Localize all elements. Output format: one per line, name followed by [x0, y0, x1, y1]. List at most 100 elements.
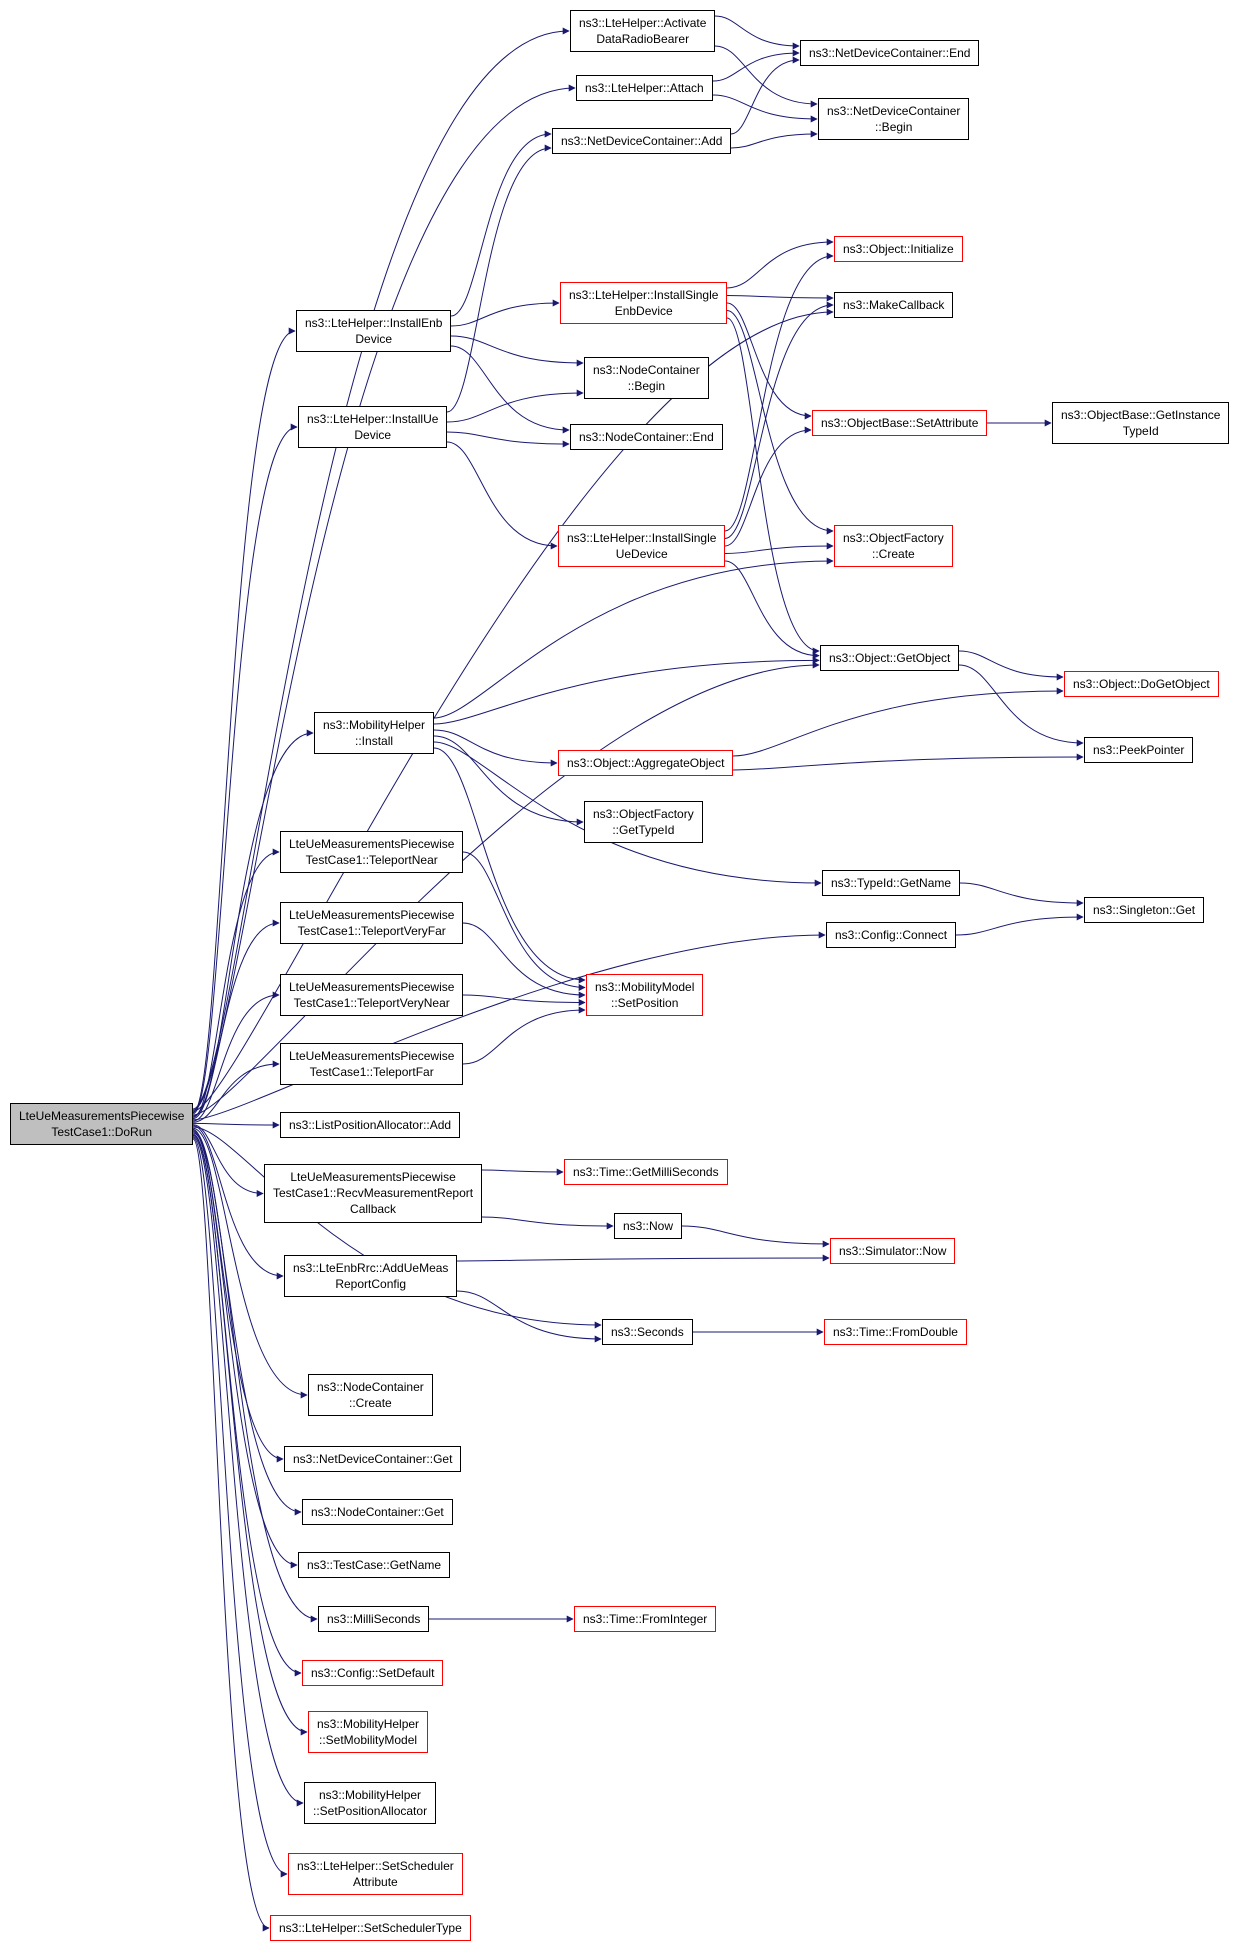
edge-installSingleUe-getObject [724, 560, 820, 660]
edge-installSingleEnb-makeCallback [726, 294, 834, 302]
edge-recvCallback-now [481, 1216, 614, 1230]
edge-doRun-teleportVeryNear [192, 991, 280, 1122]
node-ncBegin[interactable]: ns3::NodeContainer ::Begin [584, 357, 709, 400]
edge-doRun-tcGetName [192, 1131, 298, 1569]
node-setSchedulerAttribute[interactable]: ns3::LteHelper::SetScheduler Attribute [288, 1853, 463, 1896]
node-ncEnd[interactable]: ns3::NodeContainer::End [570, 424, 723, 451]
edge-teleportVeryNear-setPosition [462, 994, 586, 1006]
edge-ndcAdd-ndcBegin [730, 130, 818, 149]
edge-tidGetName-singletonGet [959, 882, 1084, 907]
node-mobInstall[interactable]: ns3::MobilityHelper ::Install [314, 712, 435, 755]
edge-installUe-ndcAdd [446, 144, 552, 413]
node-lpaAdd[interactable]: ns3::ListPositionAllocator::Add [280, 1112, 461, 1139]
node-ndcGet[interactable]: ns3::NetDeviceContainer::Get [284, 1446, 462, 1473]
node-addUeMeas[interactable]: ns3::LteEnbRrc::AddUeMeas ReportConfig [284, 1255, 458, 1298]
edge-doRun-seconds [192, 1126, 602, 1329]
node-ndcAdd[interactable]: ns3::NetDeviceContainer::Add [552, 128, 732, 155]
edge-doRun-getObject [192, 661, 820, 1116]
edge-aggregateObject-peekPointer [732, 753, 1084, 771]
node-seconds[interactable]: ns3::Seconds [602, 1319, 693, 1346]
node-objInit[interactable]: ns3::Object::Initialize [834, 236, 963, 263]
edge-installSingleUe-setAttribute [724, 426, 812, 547]
edge-installUe-ncBegin [446, 389, 584, 423]
edge-doRun-ncGet [192, 1130, 302, 1516]
edge-attach-ndcEnd [712, 49, 800, 82]
node-teleportVeryNear[interactable]: LteUeMeasurementsPiecewise TestCase1::Te… [280, 974, 464, 1017]
node-makeCallback[interactable]: ns3::MakeCallback [834, 292, 954, 319]
node-attach[interactable]: ns3::LteHelper::Attach [576, 75, 713, 102]
edge-teleportVeryFar-setPosition [462, 922, 586, 999]
edge-installEnb-ncBegin [450, 335, 584, 367]
edge-doRun-makeCallback [192, 308, 834, 1112]
edge-doRun-lpaAdd [192, 1121, 280, 1129]
node-installUe[interactable]: ns3::LteHelper::InstallUe Device [298, 406, 448, 449]
node-ofCreate[interactable]: ns3::ObjectFactory ::Create [834, 525, 953, 568]
edge-teleportFar-setPosition [462, 1006, 586, 1065]
edge-doRun-installUe [192, 423, 298, 1115]
node-aggregateObject[interactable]: ns3::Object::AggregateObject [558, 750, 734, 777]
edge-getObject-peekPointer [958, 664, 1084, 747]
node-ncGet[interactable]: ns3::NodeContainer::Get [302, 1499, 453, 1526]
node-tcGetName[interactable]: ns3::TestCase::GetName [298, 1552, 451, 1579]
edge-installSingleEnb-getObject [726, 317, 820, 655]
node-getInstanceTypeId[interactable]: ns3::ObjectBase::GetInstance TypeId [1052, 402, 1230, 445]
node-getObject[interactable]: ns3::Object::GetObject [820, 645, 960, 672]
edge-mobInstall-ofCreate [433, 557, 834, 719]
node-milliSeconds[interactable]: ns3::MilliSeconds [318, 1606, 430, 1633]
node-fromDouble[interactable]: ns3::Time::FromDouble [824, 1319, 967, 1346]
edge-doRun-mobInstall [192, 729, 314, 1117]
node-ndcEnd[interactable]: ns3::NetDeviceContainer::End [800, 40, 980, 67]
edge-activate-ndcBegin [714, 45, 818, 108]
node-ofGetTypeId[interactable]: ns3::ObjectFactory ::GetTypeId [584, 801, 703, 844]
node-setPositionAllocator[interactable]: ns3::MobilityHelper ::SetPositionAllocat… [304, 1782, 437, 1825]
edge-doRun-setSchedulerType [192, 1138, 270, 1932]
edge-activate-ndcEnd [714, 15, 800, 50]
edge-doRun-setSchedulerAttribute [192, 1137, 288, 1878]
edge-doRun-ncCreate [192, 1127, 308, 1399]
edge-installUe-ncEnd [446, 431, 570, 448]
node-now[interactable]: ns3::Now [614, 1213, 683, 1240]
edge-doRun-setPositionAllocator [192, 1136, 304, 1807]
node-installSingleEnb[interactable]: ns3::LteHelper::InstallSingle EnbDevice [560, 282, 728, 325]
node-setDefault[interactable]: ns3::Config::SetDefault [302, 1660, 444, 1687]
node-setAttribute[interactable]: ns3::ObjectBase::SetAttribute [812, 410, 988, 437]
node-ndcBegin[interactable]: ns3::NetDeviceContainer ::Begin [818, 98, 970, 141]
edge-doRun-milliSeconds [192, 1132, 318, 1623]
edge-installSingleUe-ofCreate [724, 542, 834, 554]
node-getMilliSeconds[interactable]: ns3::Time::GetMilliSeconds [564, 1159, 728, 1186]
edge-recvCallback-getMilliSeconds [481, 1168, 564, 1176]
node-doGetObject[interactable]: ns3::Object::DoGetObject [1064, 671, 1219, 698]
node-setMobilityModel[interactable]: ns3::MobilityHelper ::SetMobilityModel [308, 1711, 429, 1754]
node-teleportFar[interactable]: LteUeMeasurementsPiecewise TestCase1::Te… [280, 1043, 464, 1086]
node-singletonGet[interactable]: ns3::Singleton::Get [1084, 897, 1205, 924]
edge-mobInstall-tidGetName [433, 741, 822, 887]
edge-mobInstall-ofGetTypeId [433, 735, 584, 826]
node-installEnb[interactable]: ns3::LteHelper::InstallEnb Device [296, 310, 452, 353]
node-setSchedulerType[interactable]: ns3::LteHelper::SetSchedulerType [270, 1915, 471, 1942]
edge-installUe-installSingleUe [446, 441, 558, 550]
edge-aggregateObject-doGetObject [732, 687, 1064, 757]
node-recvCallback[interactable]: LteUeMeasurementsPiecewise TestCase1::Re… [264, 1164, 483, 1223]
edge-doRun-installEnb [192, 327, 296, 1114]
node-installSingleUe[interactable]: ns3::LteHelper::InstallSingle UeDevice [558, 525, 726, 568]
edge-ndcAdd-ndcEnd [730, 56, 800, 135]
node-teleportVeryFar[interactable]: LteUeMeasurementsPiecewise TestCase1::Te… [280, 902, 464, 945]
edge-installEnb-ncEnd [450, 345, 570, 434]
node-setPosition[interactable]: ns3::MobilityModel ::SetPosition [586, 974, 704, 1017]
node-activate[interactable]: ns3::LteHelper::Activate DataRadioBearer [570, 10, 716, 53]
edge-installSingleUe-objInit [724, 252, 834, 532]
node-peekPointer[interactable]: ns3::PeekPointer [1084, 737, 1194, 764]
edge-now-simNow [681, 1225, 830, 1248]
edge-doRun-addUeMeas [192, 1125, 284, 1280]
node-simNow[interactable]: ns3::Simulator::Now [830, 1238, 956, 1265]
edge-doRun-attach [192, 84, 576, 1111]
node-fromInteger[interactable]: ns3::Time::FromInteger [574, 1606, 717, 1633]
node-tidGetName[interactable]: ns3::TypeId::GetName [822, 870, 961, 897]
edge-doRun-teleportVeryFar [192, 919, 280, 1120]
node-configConnect[interactable]: ns3::Config::Connect [826, 922, 957, 949]
node-ncCreate[interactable]: ns3::NodeContainer ::Create [308, 1374, 433, 1417]
edge-installEnb-ndcAdd [450, 130, 552, 317]
edge-doRun-recvCallback [192, 1124, 264, 1197]
node-teleportNear[interactable]: LteUeMeasurementsPiecewise TestCase1::Te… [280, 831, 464, 874]
